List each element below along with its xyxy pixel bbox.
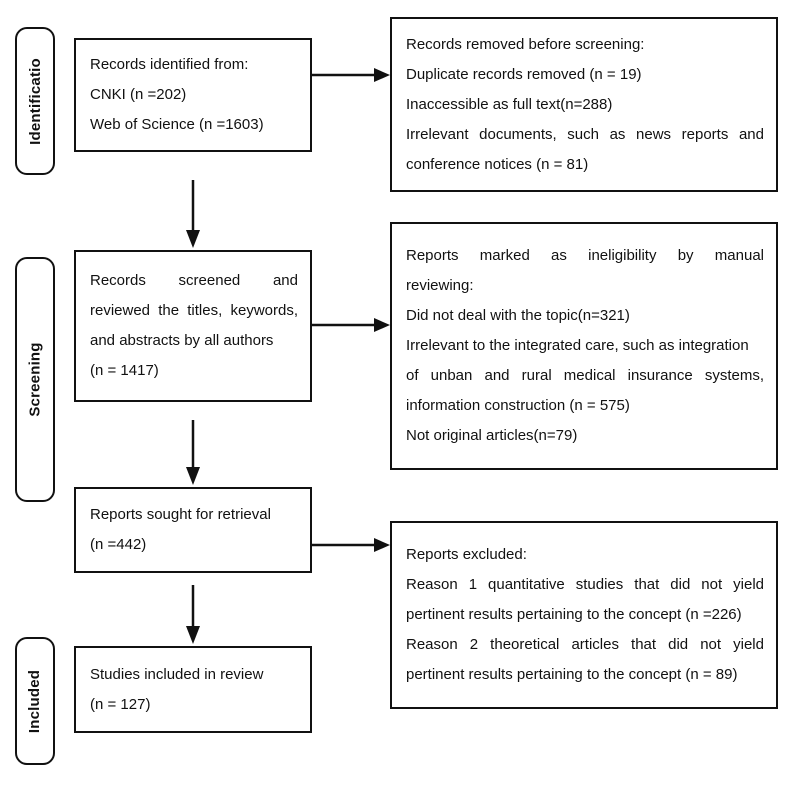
box-line: Records identified from: xyxy=(90,56,249,73)
box-reports-excluded: Reports excluded: Reason 1 quantitative … xyxy=(390,521,778,709)
box-line: Reports excluded: xyxy=(406,546,527,563)
box-line: (n =442) xyxy=(90,536,147,553)
box-studies-included: Studies included in review (n = 127) xyxy=(74,646,312,733)
box-line: Irrelevant documents, such as news repor… xyxy=(406,125,764,143)
box-line: CNKI (n =202) xyxy=(90,86,187,103)
box-line: Reason 2 theoretical articles that did n… xyxy=(406,636,764,653)
box-line: (n = 1417) xyxy=(90,362,159,379)
box-reports-ineligible: Reports marked as ineligibility by manua… xyxy=(390,222,778,470)
box-line: pertinent results pertaining to the conc… xyxy=(406,606,742,623)
box-line: of unban and rural medical insurance sys… xyxy=(406,367,764,384)
stage-label-included: Included xyxy=(26,669,44,733)
box-line: Reports sought for retrieval xyxy=(90,506,271,523)
connector-identified-to-removed xyxy=(312,64,392,86)
box-line: Records removed before screening: xyxy=(406,35,645,53)
stage-label-identification: Identificatio xyxy=(26,57,44,145)
box-line: reviewed the titles, keywords, xyxy=(90,302,298,319)
connector-screened-to-ineligible xyxy=(312,314,392,336)
box-line: Reason 1 quantitative studies that did n… xyxy=(406,576,764,593)
box-line: reviewing: xyxy=(406,277,474,294)
box-line: Not original articles(n=79) xyxy=(406,427,578,444)
box-records-screened: Records screened and reviewed the titles… xyxy=(74,250,312,402)
box-records-identified: Records identified from: CNKI (n =202) W… xyxy=(74,38,312,152)
box-line: Web of Science (n =1603) xyxy=(90,116,264,133)
box-line: Reports marked as ineligibility by manua… xyxy=(406,247,764,264)
box-line: conference notices (n = 81) xyxy=(406,155,589,173)
connector-sought-to-excluded xyxy=(312,534,392,556)
connector-identified-to-screened xyxy=(182,152,204,250)
box-line: Studies included in review xyxy=(90,665,264,683)
stage-pill-included: Included xyxy=(15,637,55,765)
box-line: Records screened and xyxy=(90,272,298,289)
connector-screened-to-sought xyxy=(182,402,204,487)
box-reports-sought: Reports sought for retrieval (n =442) xyxy=(74,487,312,573)
stage-pill-identification: Identificatio xyxy=(15,27,55,175)
box-line: information construction (n = 575) xyxy=(406,397,630,414)
box-records-removed: Records removed before screening: Duplic… xyxy=(390,17,778,192)
box-line: Duplicate records removed (n = 19) xyxy=(406,65,642,83)
box-line: and abstracts by all authors xyxy=(90,332,274,349)
box-line: pertinent results pertaining to the conc… xyxy=(406,666,738,683)
stage-label-screening: Screening xyxy=(26,342,44,417)
connector-sought-to-included xyxy=(182,573,204,646)
box-line: (n = 127) xyxy=(90,695,151,713)
box-line: Inaccessible as full text(n=288) xyxy=(406,95,613,113)
stage-pill-screening: Screening xyxy=(15,257,55,502)
box-line: Irrelevant to the integrated care, such … xyxy=(406,337,749,354)
box-line: Did not deal with the topic(n=321) xyxy=(406,307,630,324)
